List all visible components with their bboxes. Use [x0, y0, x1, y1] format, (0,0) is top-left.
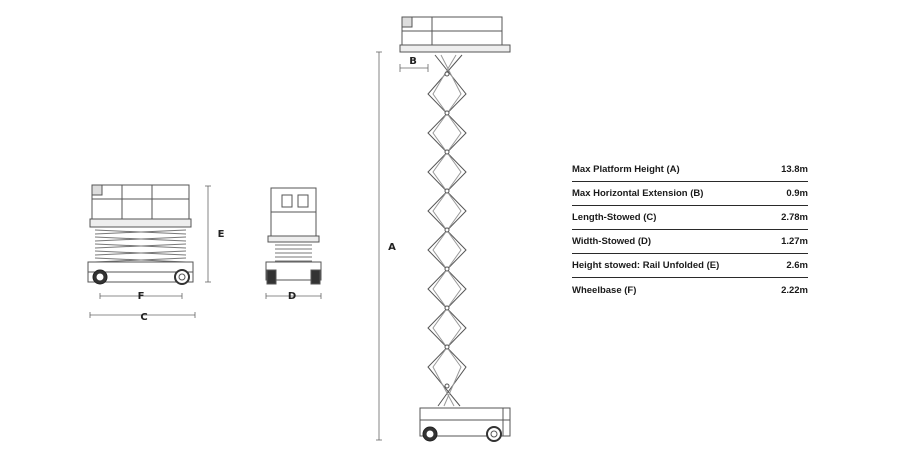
spec-label: Length-Stowed (C) [572, 212, 657, 223]
spec-row: Width-Stowed (D) 1.27m [572, 230, 808, 254]
dim-label-c: C [140, 312, 147, 323]
spec-row: Length-Stowed (C) 2.78m [572, 206, 808, 230]
spec-value: 2.78m [781, 212, 808, 223]
spec-value: 13.8m [781, 164, 808, 175]
spec-table: Max Platform Height (A) 13.8m Max Horizo… [572, 158, 808, 302]
spec-label: Height stowed: Rail Unfolded (E) [572, 260, 720, 271]
spec-value: 0.9m [786, 188, 808, 199]
spec-row: Wheelbase (F) 2.22m [572, 278, 808, 302]
side-view-stowed [87, 184, 194, 285]
spec-row: Height stowed: Rail Unfolded (E) 2.6m [572, 254, 808, 278]
dim-label-d: D [288, 291, 296, 302]
spec-row: Max Platform Height (A) 13.8m [572, 158, 808, 182]
dim-label-f: F [138, 291, 145, 302]
side-view-extended [399, 16, 511, 442]
spec-label: Width-Stowed (D) [572, 236, 652, 247]
dimension-lines [89, 51, 429, 441]
dim-label-e: E [218, 229, 225, 240]
spec-value: 2.6m [786, 260, 808, 271]
spec-label: Wheelbase (F) [572, 284, 637, 296]
dim-label-a: A [388, 242, 396, 253]
dim-label-b: B [409, 56, 417, 67]
spec-value: 1.27m [781, 236, 808, 247]
spec-value: 2.22m [781, 284, 808, 296]
front-view-stowed [265, 187, 322, 285]
spec-label: Max Platform Height (A) [572, 164, 680, 175]
spec-row: Max Horizontal Extension (B) 0.9m [572, 182, 808, 206]
spec-label: Max Horizontal Extension (B) [572, 188, 704, 199]
